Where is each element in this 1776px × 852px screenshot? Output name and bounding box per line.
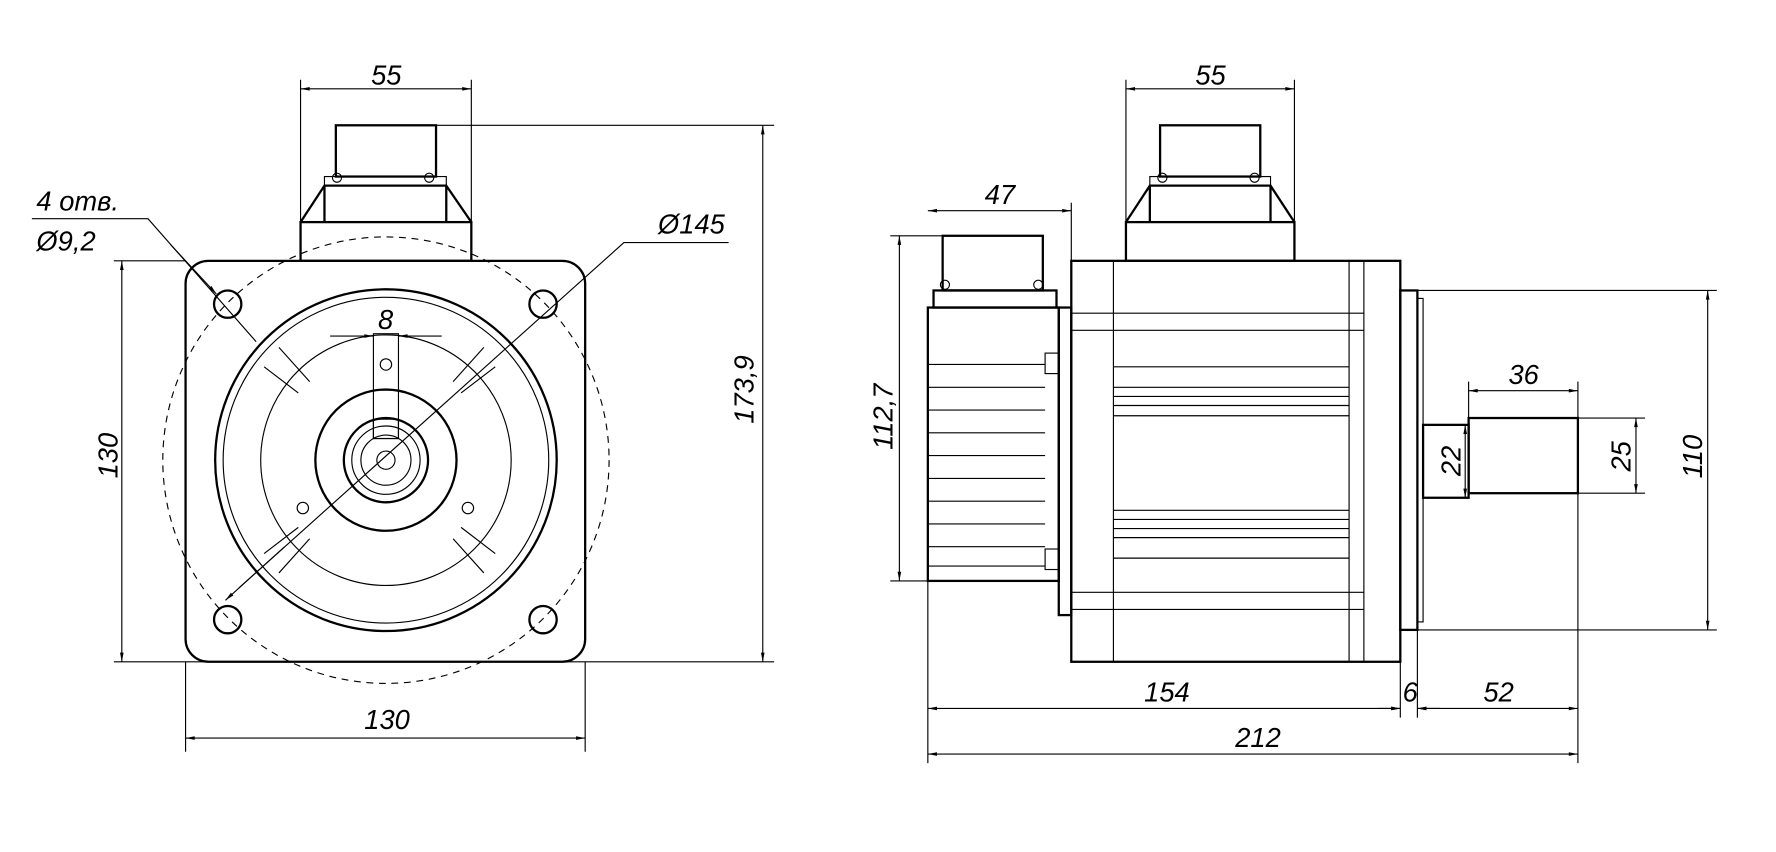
side-view: 55 47 112,7 154 6 52 212 36 22 25 110 bbox=[868, 59, 1717, 764]
dim-side-connector-width: 55 bbox=[1195, 59, 1226, 90]
dim-flange-thickness: 6 bbox=[1403, 677, 1419, 708]
shaft-center bbox=[376, 450, 396, 470]
dim-flange-height: 130 bbox=[92, 433, 123, 479]
front-flange bbox=[1399, 289, 1419, 632]
cross-slots bbox=[263, 347, 496, 574]
dim-body-length: 154 bbox=[1144, 677, 1190, 708]
dim-encoder-length: 47 bbox=[985, 179, 1017, 210]
dim-encoder-height: 112,7 bbox=[868, 382, 899, 450]
motor-body bbox=[1070, 259, 1402, 663]
dim-shaft-diameter: 22 bbox=[1436, 446, 1467, 477]
connector bbox=[299, 124, 473, 262]
front-view: 55 130 130 173,9 8 Ø145 4 отв. Ø9,2 bbox=[31, 59, 775, 752]
dim-connector-width: 55 bbox=[371, 59, 402, 90]
dim-pilot-diameter: 110 bbox=[1677, 435, 1708, 479]
dim-key-width: 8 bbox=[378, 304, 394, 335]
bolt-circle bbox=[162, 236, 610, 684]
dim-holes-count: 4 отв. bbox=[36, 186, 119, 217]
dim-bolt-circle: Ø145 bbox=[657, 208, 726, 239]
dim-key-length: 36 bbox=[1508, 359, 1539, 390]
dim-shaft-length: 52 bbox=[1483, 677, 1513, 708]
hub bbox=[314, 388, 458, 532]
dim-overall-length: 212 bbox=[1234, 722, 1281, 753]
side-connector bbox=[1124, 124, 1296, 262]
dim-holes-diameter: Ø9,2 bbox=[35, 226, 95, 257]
key-slot bbox=[372, 333, 400, 440]
dim-overall-height: 173,9 bbox=[729, 355, 760, 423]
mounting-holes bbox=[212, 289, 558, 635]
dim-flange-width: 130 bbox=[364, 704, 410, 735]
dim-shaft-key-height: 25 bbox=[1605, 440, 1636, 472]
encoder-housing bbox=[926, 234, 1060, 583]
shaft bbox=[1467, 416, 1580, 495]
